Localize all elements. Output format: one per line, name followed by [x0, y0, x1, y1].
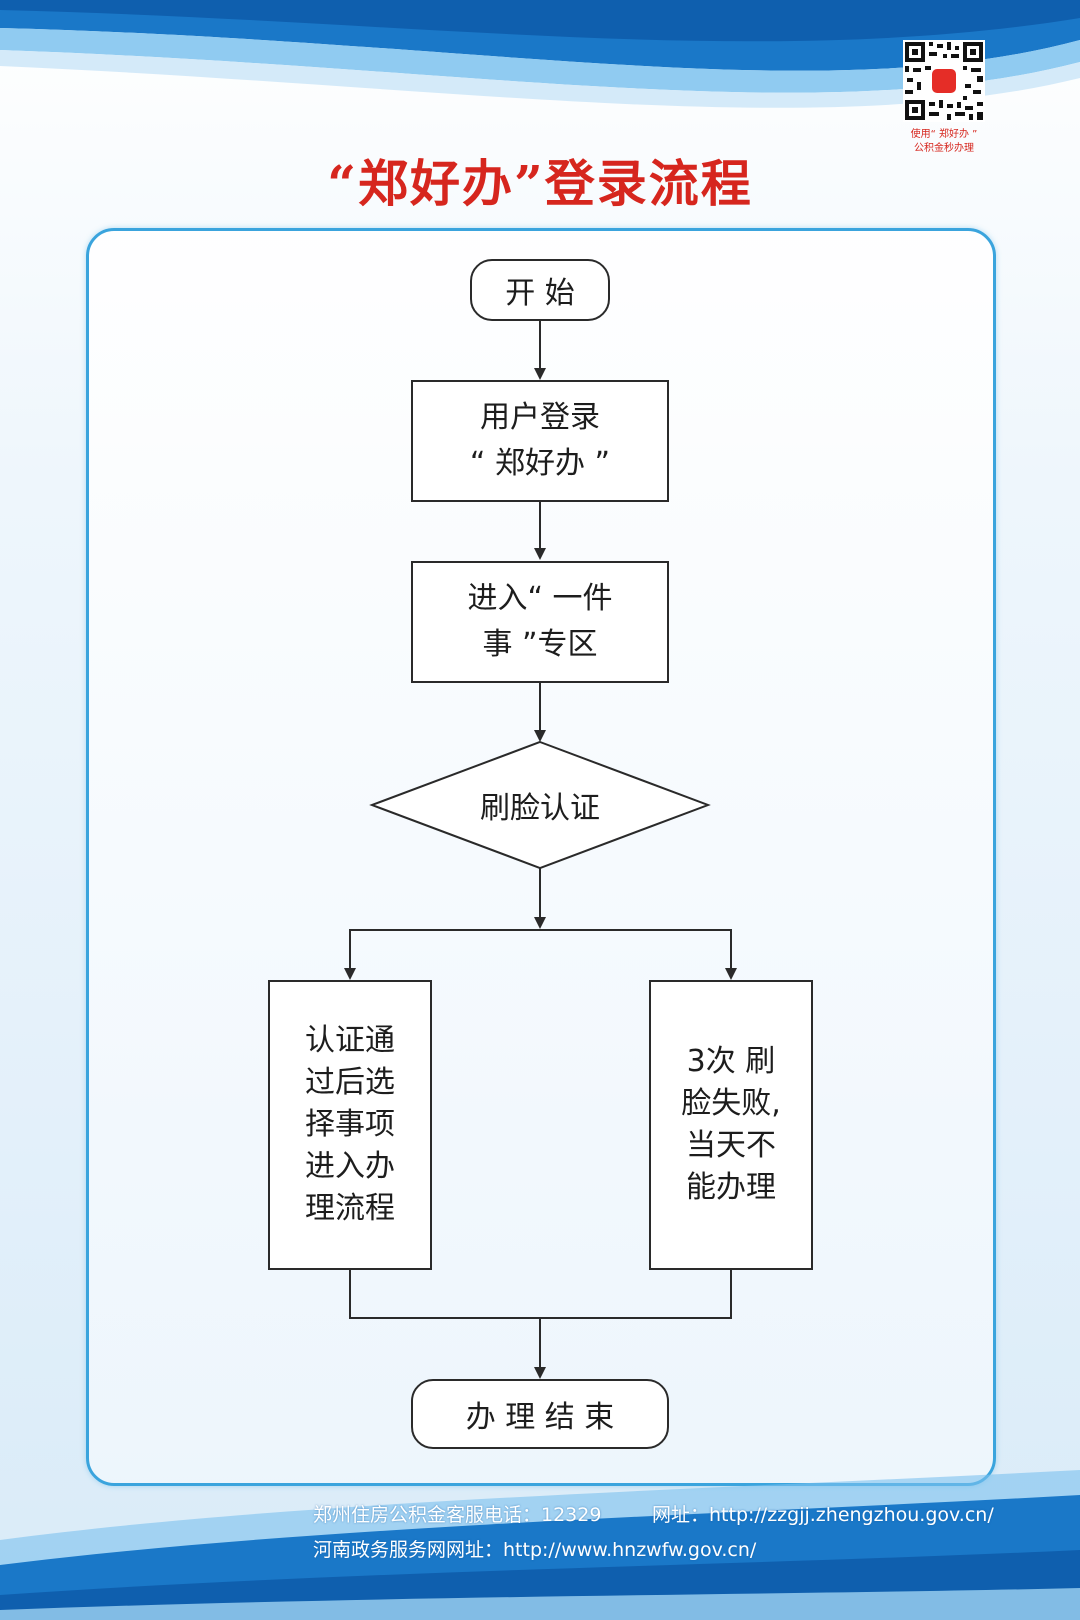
connector-split-pass: [344, 929, 540, 980]
start-label: 开 始: [505, 276, 575, 311]
connector-pass-merge: [349, 1270, 540, 1319]
end-node: 办 理 结 束: [411, 1379, 669, 1449]
branch-pass-node: 认证通 过后选 择事项 进入办 理流程: [268, 980, 432, 1270]
connector-fail-merge: [540, 1270, 732, 1319]
decision-diamond: [369, 740, 711, 870]
end-label: 办 理 结 束: [465, 1400, 615, 1435]
decision-label: 刷脸认证: [480, 791, 600, 826]
branch-fail-node: 3次 刷 脸失败, 当天不 能办理: [649, 980, 813, 1270]
qr-code-block: 使用“ 郑好办 ” 公积金秒办理: [894, 40, 994, 156]
branch-fail-label: 3次 刷 脸失败, 当天不 能办理: [681, 1044, 781, 1205]
branch-pass-label: 认证通 过后选 择事项 进入办 理流程: [305, 1023, 395, 1226]
footer-hotline: 郑州住房公积金客服电话：12329: [313, 1504, 602, 1526]
step-zone-label: 进入“ 一件 事 ”专区: [467, 581, 613, 662]
top-wave-decoration: [0, 0, 1080, 108]
qr-caption-line1: 使用“ 郑好办 ”: [910, 129, 978, 140]
qr-code-icon[interactable]: [903, 40, 985, 122]
page-title: “郑好办”登录流程: [327, 154, 753, 213]
step-zone-node: 进入“ 一件 事 ”专区: [411, 561, 669, 683]
footer-website-link[interactable]: 网址：http://zzgjj.zhengzhou.gov.cn/: [652, 1504, 994, 1526]
qr-caption-line2: 公积金秒办理: [914, 143, 974, 154]
connector-split-fail: [540, 929, 737, 980]
start-node: 开 始: [470, 259, 610, 321]
bottom-wave-decoration: [0, 1470, 1080, 1620]
step-login-label: 用户登录 “ 郑好办 ”: [469, 400, 611, 481]
step-login-node: 用户登录 “ 郑好办 ”: [411, 380, 669, 502]
footer-henan-link[interactable]: 河南政务服务网网址：http://www.hnzwfw.gov.cn/: [313, 1539, 757, 1561]
